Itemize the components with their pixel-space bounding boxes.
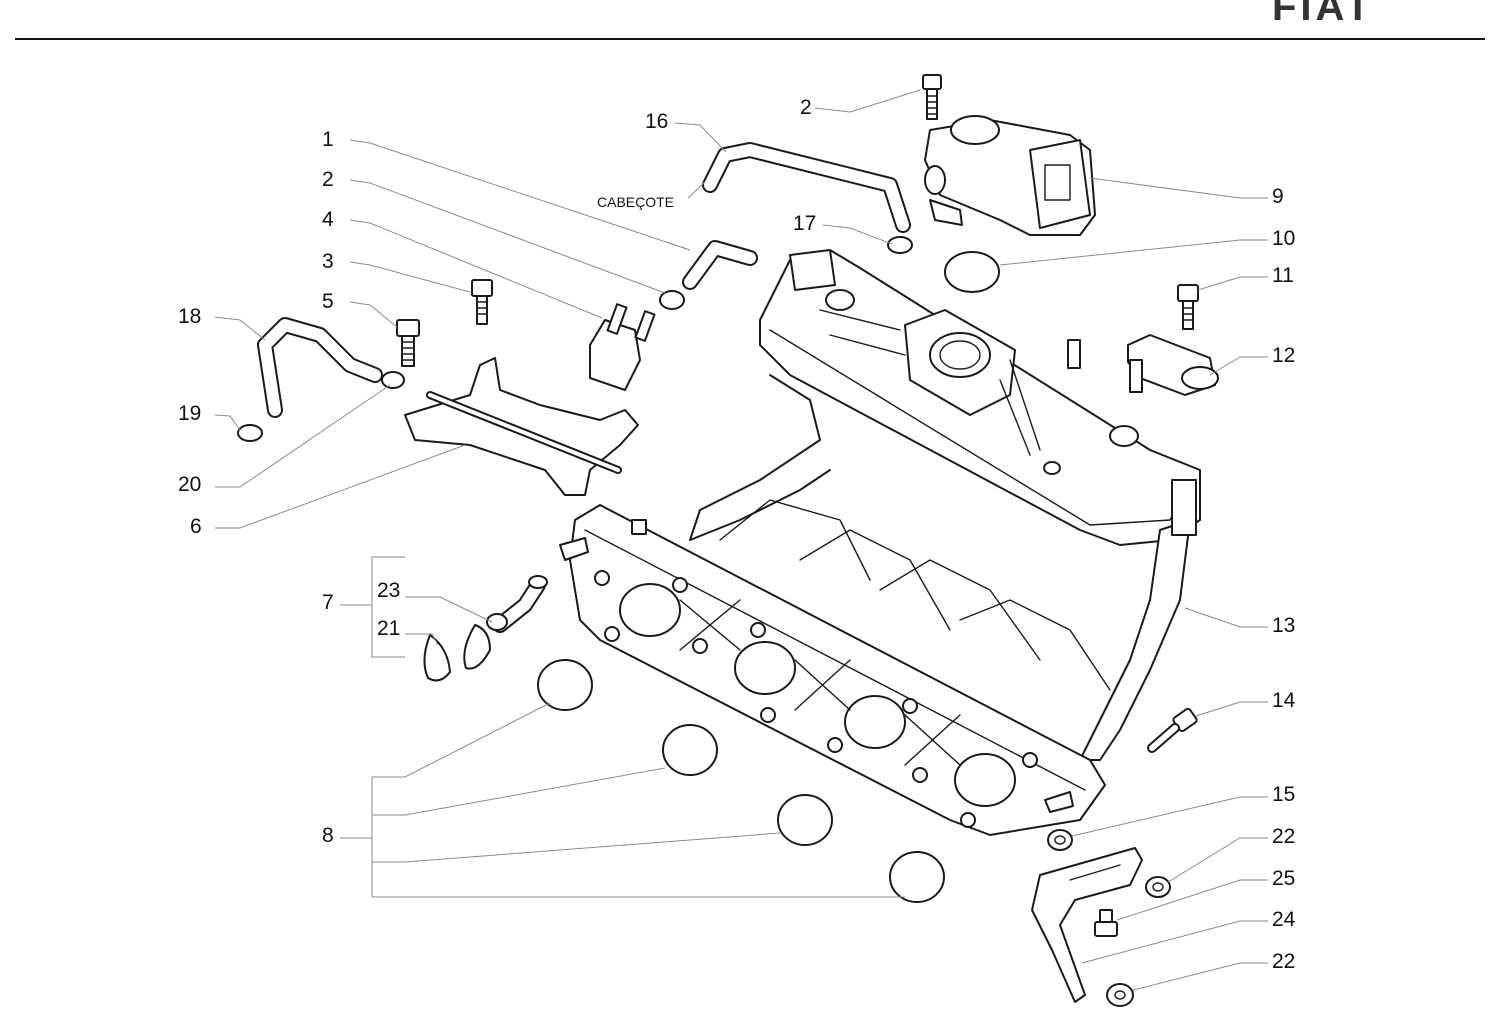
support-bracket-24	[1031, 847, 1143, 1003]
callout-16: 16	[645, 110, 668, 133]
callout-5: 5	[322, 290, 334, 313]
callout-20: 20	[178, 473, 201, 496]
callout-18: 18	[178, 305, 201, 328]
vent-hose-16	[702, 142, 911, 233]
hose-clamp-2	[659, 290, 685, 310]
callout-24: 24	[1272, 908, 1296, 931]
callout-8: 8	[322, 824, 334, 847]
callout-17: 17	[793, 212, 816, 235]
bolt-5	[396, 319, 420, 367]
hose-1	[682, 240, 758, 290]
manifold-bolt-14	[1147, 707, 1198, 753]
port-o-ring-3	[777, 794, 833, 846]
support-bracket-6	[404, 357, 639, 496]
callout-13: 13	[1272, 614, 1295, 637]
callout-numbers: 1 2 4 3 5 18 19 20 6 7 23 21 8 16 CABEÇO…	[178, 96, 1296, 973]
purge-valve	[589, 303, 656, 391]
map-sensor	[1127, 334, 1219, 396]
port-o-ring-2	[662, 724, 718, 776]
gasket-21a	[423, 634, 451, 682]
callout-2-top: 2	[800, 96, 812, 119]
nut-22a	[1145, 876, 1171, 898]
bracket-bolt-25	[1094, 909, 1118, 937]
callout-25: 25	[1272, 867, 1295, 890]
callout-3: 3	[322, 250, 334, 273]
callout-10: 10	[1272, 227, 1295, 250]
callout-23: 23	[377, 579, 400, 602]
callout-2: 2	[322, 168, 334, 191]
port-o-ring-4	[889, 851, 945, 903]
callout-9: 9	[1272, 185, 1284, 208]
callout-22-upper: 22	[1272, 825, 1295, 848]
leader-lines	[214, 89, 1268, 991]
hose-clamp-20	[381, 371, 405, 389]
cylinder-head-note: CABEÇOTE	[597, 194, 674, 210]
callout-21: 21	[377, 617, 400, 640]
callout-14: 14	[1272, 689, 1296, 712]
throttle-o-ring	[944, 251, 1000, 293]
hose-clamp-19	[237, 424, 263, 442]
callout-4: 4	[322, 208, 334, 231]
throttle-body	[924, 115, 1096, 236]
nut-22b	[1106, 983, 1134, 1007]
hose-clamp-17	[887, 236, 913, 254]
hose-18	[257, 317, 383, 418]
throttle-bolt	[922, 74, 942, 120]
callout-19: 19	[178, 402, 201, 425]
intake-manifold	[559, 249, 1201, 836]
gasket-21b	[463, 624, 491, 670]
sensor-bolt	[1177, 284, 1199, 330]
spacer-15	[1047, 829, 1073, 851]
callout-11: 11	[1272, 264, 1294, 287]
callout-22-lower: 22	[1272, 950, 1295, 973]
callout-7: 7	[322, 591, 334, 614]
elbow-fitting-23	[486, 575, 548, 633]
bolt-3	[471, 279, 493, 325]
callout-1: 1	[322, 128, 334, 151]
port-o-ring-1	[537, 659, 593, 711]
callout-12: 12	[1272, 344, 1295, 367]
callout-6: 6	[190, 515, 202, 538]
callout-15: 15	[1272, 783, 1295, 806]
brand-logo: FIAT	[1272, 0, 1374, 29]
